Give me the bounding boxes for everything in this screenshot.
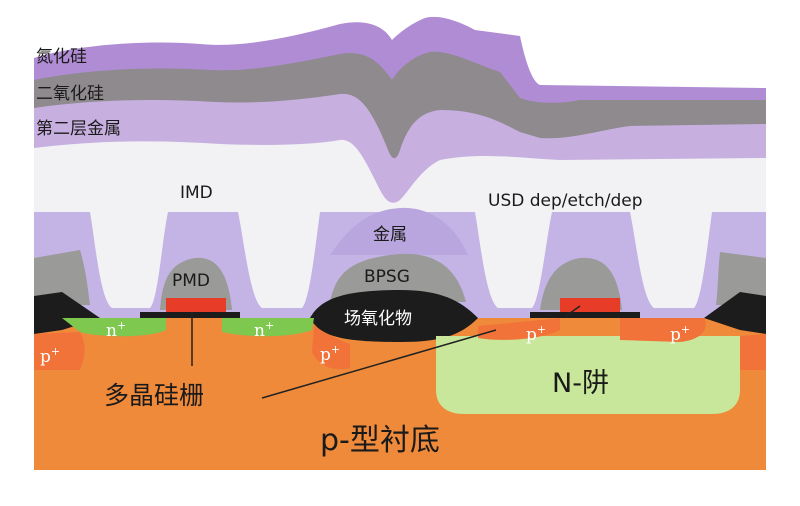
poly-gate-leader-line [565,305,581,317]
second-metal-label: 第二层金属 [36,119,121,139]
field-oxide [34,292,100,334]
pmd-block [160,257,232,310]
n-plus-label: n+ [254,319,274,341]
silicon-dioxide-label: 二氧化硅 [36,84,104,104]
field-oxide [310,290,478,342]
poly-gate [166,298,226,314]
imd-trench [90,212,168,308]
imd-label: IMD [180,183,213,203]
p-substrate-label: p-型衬底 [320,423,440,458]
metal-layer [330,207,468,255]
p-plus-label: p+ [670,323,690,345]
bpsg-block [330,253,466,302]
field-oxide [140,312,240,318]
field-oxide [704,292,766,334]
bpsg-label: BPSG [364,267,410,287]
imd-trench [630,212,712,308]
p-plus-region [478,318,560,340]
silicon-nitride-label: 氮化硅 [36,47,87,67]
p-plus-region [740,334,766,370]
n-well-label: N-阱 [552,368,609,399]
imd-trench [238,212,320,308]
field-oxide-label: 场氧化物 [344,309,412,329]
imd-region [34,139,766,212]
field-oxide [530,312,640,318]
pmd-label: PMD [172,271,210,291]
pmd-edge-block [34,250,90,305]
poly-gate [560,298,620,314]
pmd-block [540,257,622,310]
pmd-edge-block [716,252,766,305]
n-plus-region [222,318,314,337]
poly-gate-leader-line [261,329,497,399]
metal-label: 金属 [373,225,407,245]
n-plus-region [62,318,166,337]
n-plus-label: n+ [106,319,126,341]
p-plus-label: p+ [320,343,340,365]
p-plus-region [312,326,350,370]
p-plus-label: p+ [40,345,60,367]
p-plus-region [34,332,85,370]
p-plus-region [620,318,706,342]
poly-gate-label: 多晶硅栅 [104,381,204,410]
usd-label: USD dep/etch/dep [488,191,643,211]
n-well [436,336,740,414]
imd-trench [475,212,552,308]
p-plus-label: p+ [526,323,546,345]
